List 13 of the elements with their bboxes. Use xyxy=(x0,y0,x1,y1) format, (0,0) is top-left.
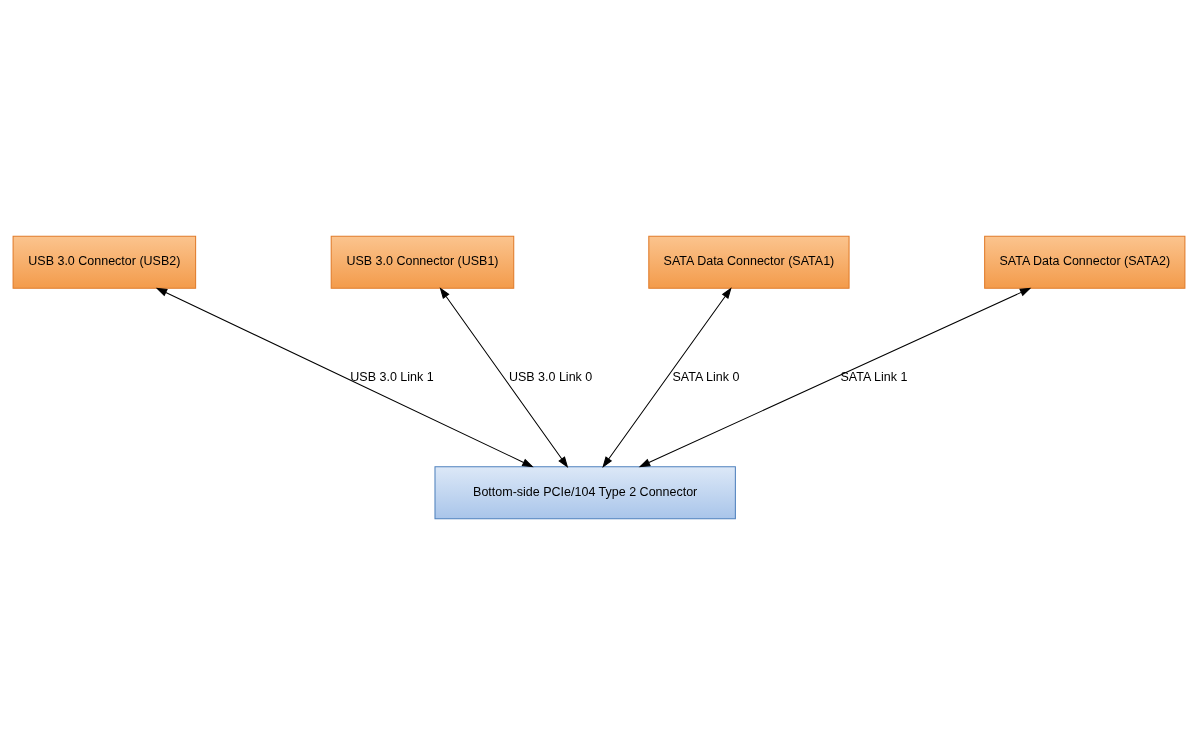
node-box: USB 3.0 Connector (USB1) xyxy=(330,235,515,289)
node-box: SATA Data Connector (SATA2) xyxy=(984,235,1186,289)
edge-label: SATA Link 0 xyxy=(672,369,740,384)
arrow xyxy=(439,286,569,468)
edge-label: SATA Link 1 xyxy=(840,369,908,384)
node-box: USB 3.0 Connector (USB2) xyxy=(12,235,197,289)
node-box: SATA Data Connector (SATA1) xyxy=(648,235,850,289)
arrow xyxy=(155,287,534,467)
edge-label: USB 3.0 Link 0 xyxy=(508,369,593,384)
edge-label: USB 3.0 Link 1 xyxy=(350,369,434,384)
arrow xyxy=(602,286,732,468)
arrow xyxy=(638,287,1032,467)
node-box: Bottom-side PCIe/104 Type 2 Connector xyxy=(434,465,736,519)
